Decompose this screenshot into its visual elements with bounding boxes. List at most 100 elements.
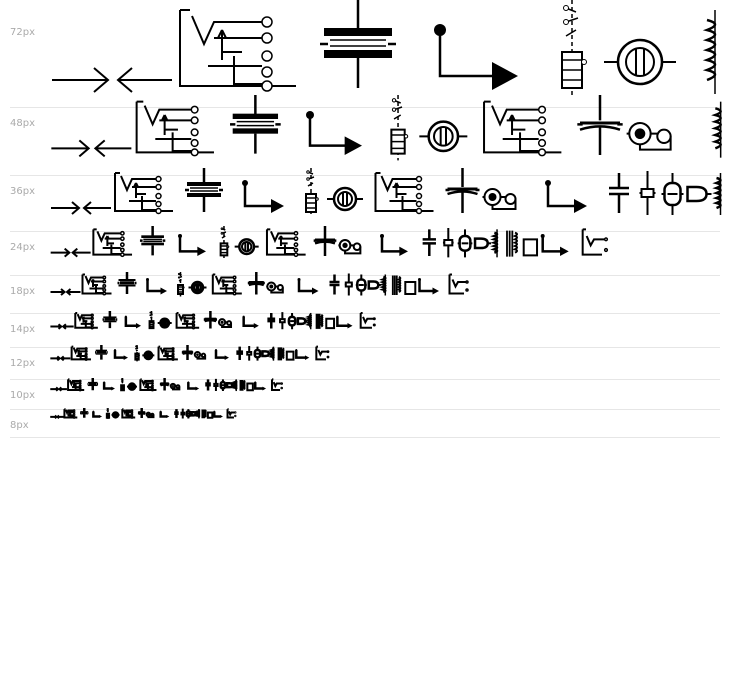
valve-glyph [356, 275, 367, 296]
glyph-sample-line [50, 345, 730, 366]
relay-glyph [562, 0, 587, 98]
inductor-glyph [494, 229, 497, 257]
switch-panel-end-glyph [450, 275, 469, 294]
size-label: 12px [10, 358, 35, 369]
arrow-left-glyph [59, 387, 67, 390]
speaker-glyph [338, 240, 360, 253]
ground-arrow-glyph [114, 349, 129, 361]
lamp-glyph [112, 412, 120, 417]
capacitor-pair-glyph [423, 229, 436, 256]
switch-panel-glyph [140, 379, 156, 390]
transformer-glyph [393, 276, 401, 296]
switch-panel-glyph [177, 313, 200, 329]
capacitor-polarized-glyph [140, 226, 165, 255]
capacitor-pair-glyph [609, 173, 629, 213]
box-glyph [287, 352, 294, 360]
ground-arrow-glyph [187, 381, 200, 391]
box-glyph [405, 282, 415, 294]
capacitor-polarized-glyph [95, 345, 108, 360]
arrow-left-glyph [67, 289, 81, 295]
switch-panel-glyph [267, 229, 306, 256]
capacitor-polarized-glyph [230, 95, 281, 154]
capacitor-glyph [577, 95, 622, 155]
arrow-right-glyph [50, 324, 61, 329]
switch-panel-end-glyph [228, 409, 236, 417]
switch-panel-glyph [115, 173, 173, 214]
switch-panel-end-glyph [272, 379, 282, 390]
relay-glyph [121, 378, 124, 392]
switch-panel-glyph [122, 409, 135, 418]
glyph-sample-line [50, 378, 730, 396]
valve-glyph [458, 229, 473, 257]
capacitor-glyph [248, 272, 265, 295]
ground-arrow-glyph [242, 180, 284, 213]
glyph-sample-line [50, 168, 730, 222]
inductor-glyph [272, 347, 273, 361]
size-label: 72px [10, 27, 35, 38]
arrow-left-glyph [63, 324, 73, 329]
ground-arrow-glyph [545, 180, 587, 213]
transformer-glyph [317, 314, 323, 329]
switch-panel-glyph [83, 275, 112, 295]
ground-arrow-glyph [297, 278, 319, 295]
fuse-glyph [443, 228, 454, 257]
size-label: 8px [10, 420, 29, 431]
ground-arrow-glyph [434, 24, 518, 90]
speaker-glyph [146, 413, 153, 417]
arrow-right-glyph [50, 356, 59, 360]
lamp-glyph [235, 239, 259, 254]
glyph-sample-line [50, 408, 730, 424]
switch-panel-glyph [484, 102, 561, 156]
diode-gate-glyph [369, 282, 381, 289]
speaker-glyph [218, 319, 231, 327]
lamp-glyph [189, 282, 207, 293]
arrow-right-glyph [51, 289, 65, 295]
capacitor-glyph [160, 378, 169, 391]
ground-arrow-glyph [254, 381, 267, 391]
ground-arrow-glyph [146, 278, 167, 295]
switch-panel-end-glyph [361, 313, 375, 328]
inductor-glyph [715, 102, 720, 158]
fuse-glyph [279, 312, 285, 329]
transformer-glyph [202, 410, 205, 419]
switch-panel-glyph [137, 102, 214, 156]
inductor-glyph [717, 173, 721, 215]
ground-arrow-glyph [215, 349, 230, 361]
fuse-glyph [214, 379, 218, 391]
relay-glyph [306, 168, 318, 217]
capacitor-polarized-glyph [87, 378, 98, 390]
ground-arrow-glyph [380, 233, 408, 256]
capacitor-pair-glyph [174, 409, 178, 418]
relay-glyph [135, 345, 139, 361]
capacitor-glyph [182, 345, 193, 360]
size-row-12: 12px [10, 348, 720, 380]
valve-glyph [662, 173, 684, 215]
speaker-glyph [627, 123, 671, 150]
size-row-18: 18px [10, 276, 720, 314]
transformer-glyph [279, 347, 284, 360]
ground-arrow-glyph [213, 410, 223, 418]
size-row-14: 14px [10, 314, 720, 348]
glyph-sample-line [50, 311, 730, 335]
lamp-glyph [419, 122, 467, 151]
lamp-glyph [142, 352, 154, 359]
ground-arrow-glyph [92, 410, 103, 418]
fuse-glyph [181, 409, 185, 419]
capacitor-polarized-glyph [80, 408, 88, 418]
size-label: 24px [10, 242, 35, 253]
ground-arrow-glyph [160, 410, 170, 418]
valve-glyph [186, 409, 191, 418]
switch-panel-glyph [159, 347, 178, 361]
transformer-glyph [507, 231, 517, 257]
transformer-glyph [240, 380, 244, 391]
capacitor-pair-glyph [236, 347, 243, 360]
speaker-glyph [194, 352, 205, 359]
arrow-left-glyph [58, 416, 64, 419]
inductor-glyph [309, 313, 311, 329]
capacitor-pair-glyph [205, 379, 211, 390]
capacitor-polarized-glyph [118, 272, 137, 294]
capacitor-pair-glyph [330, 275, 340, 295]
arrow-right-glyph [51, 202, 79, 214]
arrow-right-glyph [52, 68, 108, 92]
arrow-right-glyph [50, 416, 56, 419]
